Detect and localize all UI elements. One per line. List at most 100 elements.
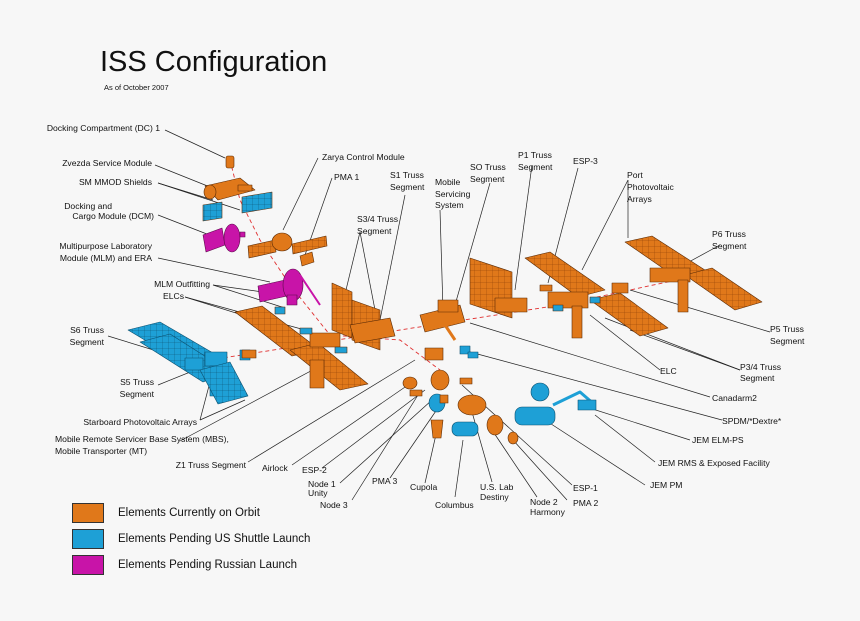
legend-item-orbit: Elements Currently on Orbit [72,500,310,526]
z1-truss [424,347,444,361]
legend-item-us-shuttle: Elements Pending US Shuttle Launch [72,526,310,552]
label-starboard-pv: Starboard Photovoltaic Arrays [83,417,197,427]
s1-truss [349,317,396,344]
label-jem-pm: JEM PM [650,480,682,490]
label-node2-2: Harmony [530,507,566,517]
pma1 [299,251,315,267]
label-zvezda: Zvezda Service Module [62,158,152,168]
leader-dcm [157,214,213,237]
leader-columbus [454,439,464,498]
leader-p34-a [629,329,741,371]
leader-jempm [544,419,646,486]
leader-starboard-b [199,399,246,421]
leader-airlock [291,384,409,466]
esp2 [409,389,423,397]
label-mss-1: Mobile [435,177,461,187]
leader-z1 [247,359,416,463]
jem-pm [514,406,556,426]
label-node1-1: Node 1 [308,479,336,489]
label-uslab-2: Destiny [480,492,509,502]
legend-item-russian: Elements Pending Russian Launch [72,552,310,578]
diagram-labels: Docking Compartment (DC) 1 Zvezda Servic… [47,123,805,517]
label-mss-2: Servicing [435,189,471,199]
leader-cupola [424,429,438,484]
station-elements [127,155,763,445]
label-airlock: Airlock [262,463,288,473]
zarya-module [247,232,328,259]
p5-truss [611,282,629,294]
legend: Elements Currently on Orbit Elements Pen… [72,500,310,578]
label-esp1: ESP-1 [573,483,598,493]
label-spdm: SPDM/*Dextre* [722,416,782,426]
label-node1-2: Unity [308,488,328,498]
leader-s1 [379,194,406,321]
label-elcs: ELCs [163,291,184,301]
label-s1-2: Segment [390,182,425,192]
leader-port-pv-b [581,179,629,271]
label-docking-compartment: Docking Compartment (DC) 1 [47,123,160,133]
page-title: ISS Configuration [100,46,328,78]
mlm-module [257,268,321,306]
p34-truss [524,251,669,339]
leader-mmod-b [157,182,241,211]
label-z1: Z1 Truss Segment [176,460,247,470]
leader-jemelm [579,404,691,441]
label-zarya: Zarya Control Module [322,152,405,162]
leader-p5 [629,289,771,333]
label-mlm-1: Multipurpose Laboratory [59,241,152,251]
label-mlm-2: Module (MLM) and ERA [60,253,152,263]
label-esp3: ESP-3 [573,156,598,166]
pma3 [439,394,449,404]
leader-node3 [351,394,419,501]
label-pma3: PMA 3 [372,476,398,486]
label-s6-1: S6 Truss [70,325,104,335]
label-port-pv-2: Photovoltaic [627,182,675,192]
leader-pma2 [512,439,568,501]
leader-jemrms [594,414,656,463]
leader-p34-b [604,317,741,371]
jem-rms-ef [552,390,597,411]
canadarm2 [459,345,479,359]
leader-zarya [282,157,319,231]
legend-label-us-shuttle: Elements Pending US Shuttle Launch [118,533,311,545]
label-s5-2: Segment [120,389,155,399]
label-columbus: Columbus [435,500,474,510]
label-node3: Node 3 [320,500,348,510]
legend-label-russian: Elements Pending Russian Launch [118,559,298,571]
leader-mlm-outfitting-b [212,284,286,309]
label-pma2: PMA 2 [573,498,599,508]
label-p6-2: Segment [712,241,747,251]
label-so-1: SO Truss [470,162,506,172]
leader-so [454,182,491,306]
leader-starboard-a [199,381,211,421]
cupola [430,419,444,439]
airlock [402,376,418,390]
label-s6-2: Segment [70,337,105,347]
label-cupola: Cupola [410,482,437,492]
label-mbs-1: Mobile Remote Servicer Base System (MBS)… [55,434,229,444]
leader-node2 [491,429,538,498]
leader-esp2 [321,389,426,469]
label-s34-1: S3/4 Truss [357,214,398,224]
label-s34-2: Segment [357,226,392,236]
leader-zvezda [154,164,211,188]
leader-node1 [339,399,433,484]
dcm-module [202,223,246,253]
jem-elm-ps [530,382,550,402]
label-p5-1: P5 Truss [770,324,804,334]
columbus [451,421,479,437]
label-jem-rms: JEM RMS & Exposed Facility [658,458,770,468]
pma2 [507,431,519,445]
zvezda-module [202,177,273,222]
label-canadarm2: Canadarm2 [712,393,757,403]
legend-label-orbit: Elements Currently on Orbit [118,507,260,519]
so-truss-mss [419,299,466,341]
label-p34-1: P3/4 Truss [740,362,781,372]
node1-unity [430,369,450,391]
us-lab-destiny [457,394,487,416]
leader-dc1 [164,129,226,159]
leader-pma3 [389,404,441,479]
label-p34-2: Segment [740,373,775,383]
label-s1-1: S1 Truss [390,170,424,180]
